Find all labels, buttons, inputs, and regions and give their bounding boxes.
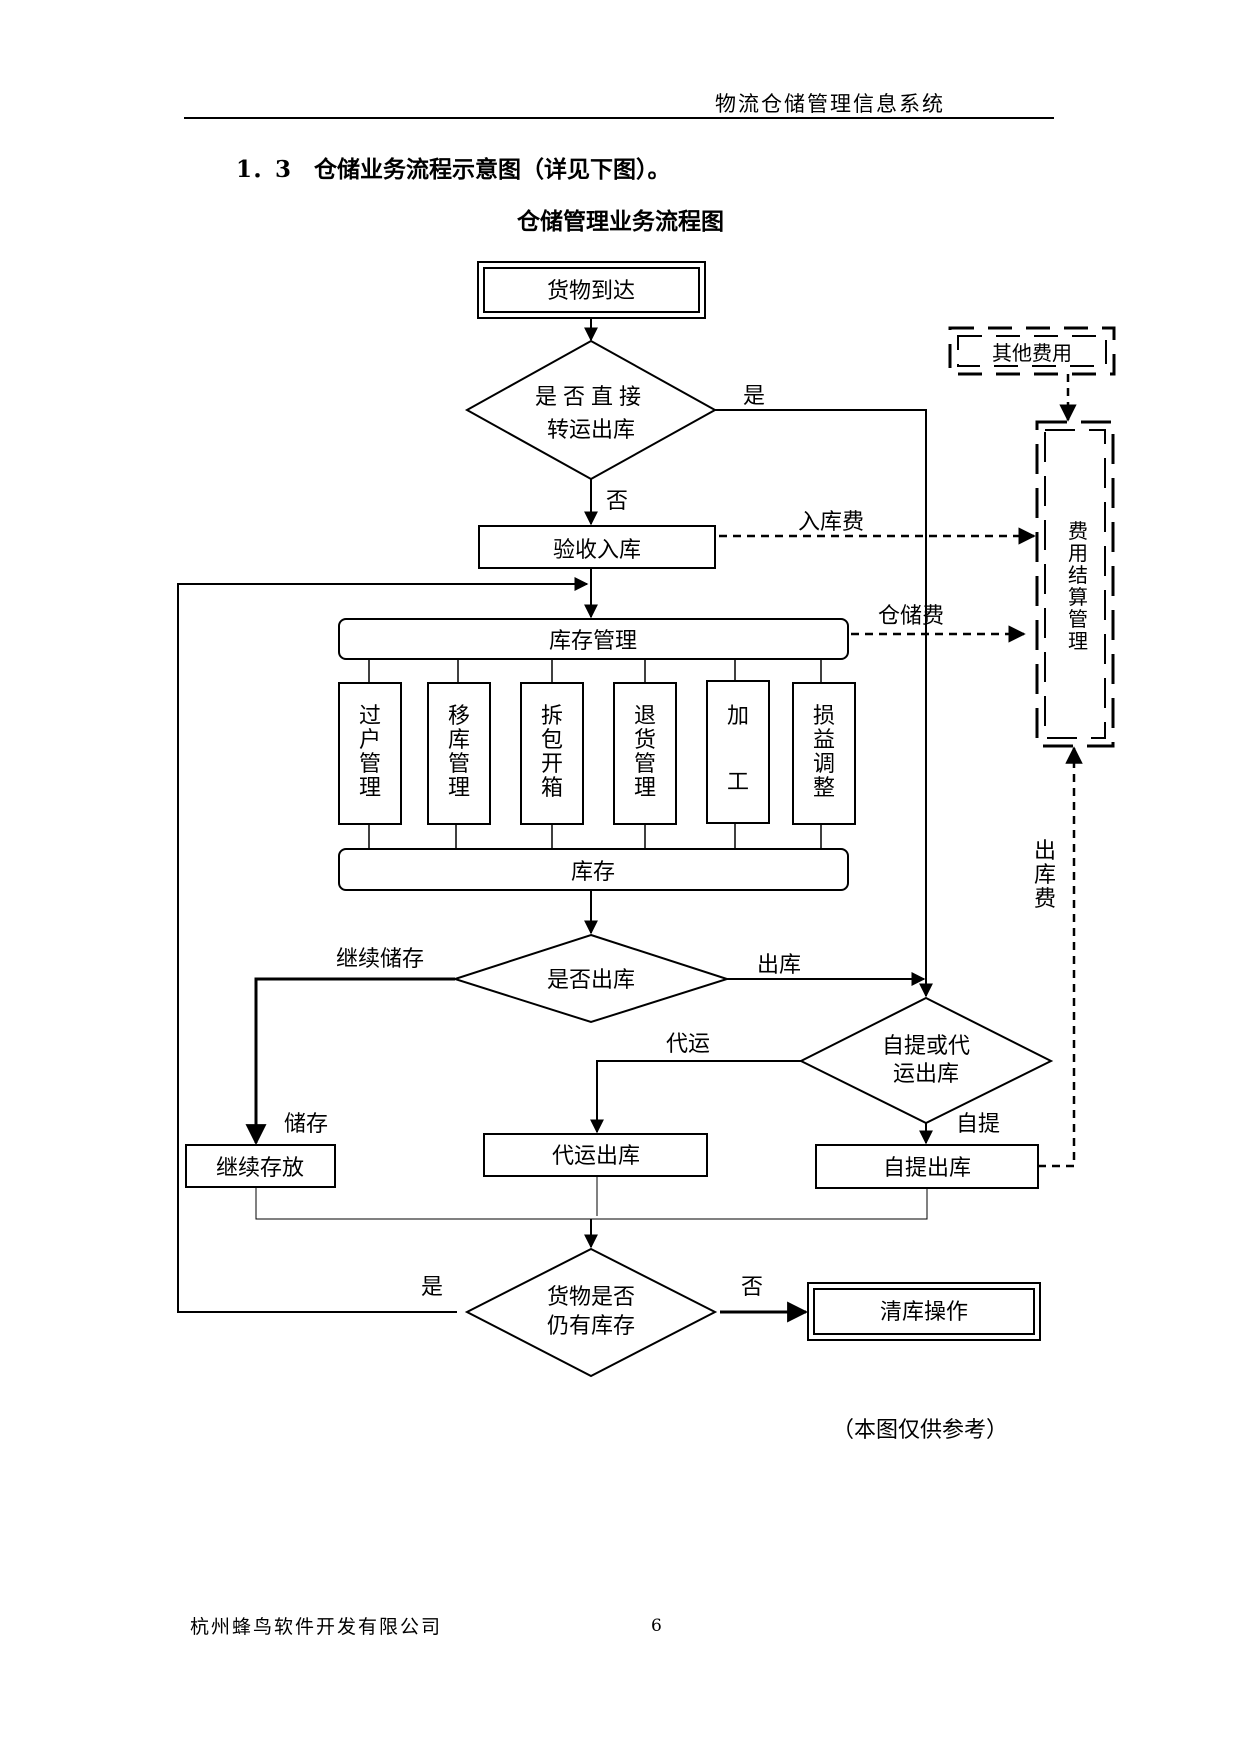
sub-transfer-label: 过户管理: [359, 704, 381, 801]
node-keep-store-label: 继续存放: [216, 1156, 304, 1181]
header-title: 物流仓储管理信息系统: [715, 92, 945, 116]
node-arrival-label: 货物到达: [547, 279, 635, 304]
sub-move: 移库管理: [427, 682, 491, 825]
label-consign: 代运: [666, 1032, 710, 1057]
node-settlement: 费用结算管理: [1035, 420, 1115, 748]
node-stock: 库存: [338, 848, 849, 891]
node-settlement-label: 费用结算管理: [1068, 519, 1088, 653]
node-receive-label: 验收入库: [553, 538, 641, 563]
node-out-question: 是否出库: [451, 933, 731, 1024]
section-heading: 1．3 仓储业务流程示意图（详见下图）。: [236, 156, 671, 183]
label-self-pick: 自提: [956, 1112, 1000, 1137]
label-yes-remain: 是: [421, 1275, 443, 1300]
sub-transfer: 过户管理: [338, 682, 402, 825]
node-other-fees-label: 其他费用: [992, 341, 1072, 365]
sub-adjust: 损益调整: [792, 682, 856, 825]
node-pickup-q-line1: 自提或代: [882, 1034, 970, 1059]
label-outbound-fee: 出库费: [1034, 839, 1056, 912]
node-arrival: 货物到达: [477, 261, 706, 319]
label-store: 储存: [284, 1112, 328, 1137]
sub-connectors: [368, 659, 822, 849]
node-self-out: 自提出库: [815, 1144, 1039, 1189]
label-no-remain: 否: [741, 1275, 763, 1300]
label-storage-fee: 仓储费: [878, 604, 944, 629]
sub-unpack-label: 拆包开箱: [541, 704, 563, 801]
label-yes-direct: 是: [743, 384, 765, 409]
diagram-title: 仓储管理业务流程图: [517, 208, 724, 235]
node-other-fees: 其他费用: [948, 326, 1116, 376]
node-remain-question: 货物是否 仍有库存: [464, 1247, 718, 1378]
node-remain-q-line1: 货物是否: [547, 1285, 635, 1310]
sub-move-label: 移库管理: [448, 704, 470, 801]
node-keep-store: 继续存放: [185, 1144, 336, 1188]
node-out-q-label: 是否出库: [547, 968, 635, 993]
label-continue-store: 继续储存: [336, 947, 424, 972]
sub-unpack: 拆包开箱: [520, 682, 584, 825]
node-pickup-question: 自提或代 运出库: [798, 996, 1054, 1125]
footer-page-number: 6: [651, 1616, 662, 1636]
node-clear-label: 清库操作: [880, 1300, 968, 1325]
fee-connectors: [719, 374, 1083, 1168]
node-direct-question: 是否直接 转运出库: [464, 339, 718, 481]
sub-process-label: 加工: [727, 704, 749, 795]
sub-return-label: 退货管理: [634, 704, 656, 801]
header-rule: [184, 117, 1054, 119]
node-clear: 清库操作: [807, 1282, 1041, 1341]
node-inventory-mgmt-label: 库存管理: [549, 629, 637, 654]
footer-company: 杭州蜂鸟软件开发有限公司: [190, 1616, 443, 1638]
sub-adjust-label: 损益调整: [813, 704, 835, 801]
node-consign-out-label: 代运出库: [552, 1144, 640, 1169]
node-remain-q-line2: 仍有库存: [547, 1314, 635, 1339]
label-no-direct: 否: [606, 489, 628, 514]
label-out: 出库: [757, 953, 801, 978]
sub-return: 退货管理: [613, 682, 677, 825]
node-consign-out: 代运出库: [483, 1133, 708, 1177]
node-inventory-mgmt: 库存管理: [338, 618, 849, 660]
sub-process: 加工: [706, 680, 770, 824]
diagram-note: （本图仅供参考）: [832, 1418, 1008, 1443]
node-self-out-label: 自提出库: [883, 1156, 971, 1181]
flow-connectors: [177, 318, 933, 1323]
node-stock-label: 库存: [571, 860, 615, 885]
label-inbound-fee: 入库费: [798, 510, 864, 535]
node-pickup-q-line2: 运出库: [893, 1062, 959, 1087]
node-receive: 验收入库: [478, 525, 716, 569]
node-direct-q-line2: 转运出库: [547, 418, 635, 443]
node-direct-q-line1: 是否直接: [535, 385, 647, 410]
